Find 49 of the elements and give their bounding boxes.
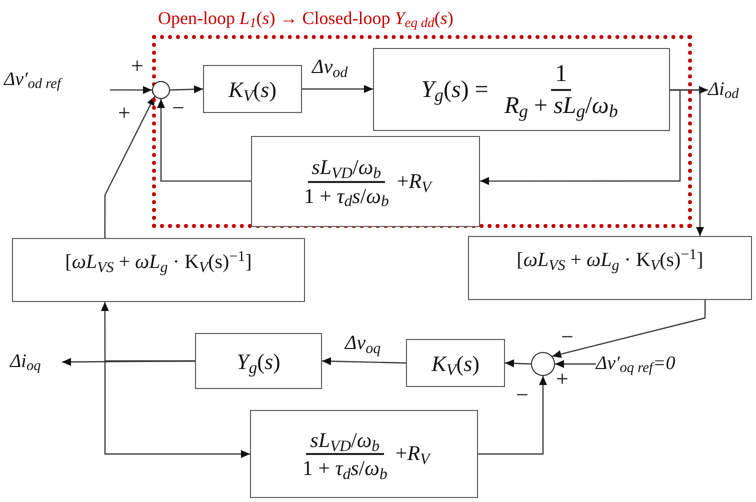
signal-label: Δi$_{oq}$ (10, 350, 41, 376)
arrow (110, 86, 152, 94)
arrow (504, 359, 532, 368)
arrow (478, 376, 547, 455)
arrow (170, 85, 204, 94)
block-box (12, 238, 305, 302)
transfer-function: K$_{V}$(s) (432, 350, 480, 380)
block-box (251, 136, 480, 227)
sign-label: + (556, 366, 568, 391)
circle-junction (531, 352, 555, 376)
block-box (373, 48, 670, 131)
signal-label: Δi$_{od}$ (708, 78, 739, 104)
arrow (555, 360, 596, 368)
edge-label: Δv$_{oq}$ (345, 332, 381, 354)
arrow (552, 300, 706, 358)
sign-label: + (131, 53, 144, 78)
sign-label: + (118, 100, 130, 125)
fraction-denominator: 1 + τ$_{d}$s/ω$_{b}$ (302, 182, 390, 209)
arrow (104, 360, 250, 458)
edge-label: Δv$_{od}$ (312, 56, 348, 78)
transfer-function: Y$_{g}$(s) = (421, 76, 488, 107)
sign-label: − (561, 324, 574, 349)
transfer-function: [ωL$_{VS}$ + ωL$_{g}$ · K$_{V}$(s)$^{−1}$] (516, 246, 704, 275)
sign-label: − (172, 95, 184, 120)
fraction-denominator: 1 + τ$_{d}$s/ω$_{b}$ (301, 455, 388, 482)
fraction-numerator: sL$_{VD}$/ω$_{b}$ (306, 426, 384, 455)
region-title: Open-loop L$_{1}$(s) → Closed-loop Y$_{eq dd}$(s) (158, 8, 454, 28)
block-box (406, 339, 505, 387)
arrow (480, 89, 681, 186)
fraction-denominator: R$_{g}$ + sL$_{g}$/ω$_{b}$ (503, 92, 619, 120)
arrow (302, 85, 373, 93)
fraction-numerator: 1 (551, 58, 572, 90)
sign-label: − (516, 382, 528, 407)
transfer-function: K$_{V}$(s) (228, 76, 276, 106)
transfer-function: Y$_{g}$(s) (236, 348, 280, 378)
arrow (322, 357, 406, 366)
arrow (670, 89, 704, 236)
transfer-function: +R$_{V}$ (395, 440, 430, 470)
block-box (250, 410, 478, 498)
fraction-numerator: sL$_{VD}$/ω$_{b}$ (308, 154, 386, 182)
block-box (195, 333, 322, 389)
transfer-function: [ωL$_{VS}$ + ωL$_{g}$ · K$_{V}$(s)$^{−1}$] (65, 248, 252, 277)
signal-label: Δv′$_{oq ref}$=0 (596, 352, 676, 378)
arrow (157, 99, 251, 182)
block-box (468, 236, 752, 300)
transfer-function: +R$_{V}$ (396, 168, 432, 198)
block-box (203, 65, 302, 113)
signal-label: Δv′$_{od ref}$ (4, 68, 61, 94)
arrow (104, 96, 156, 238)
